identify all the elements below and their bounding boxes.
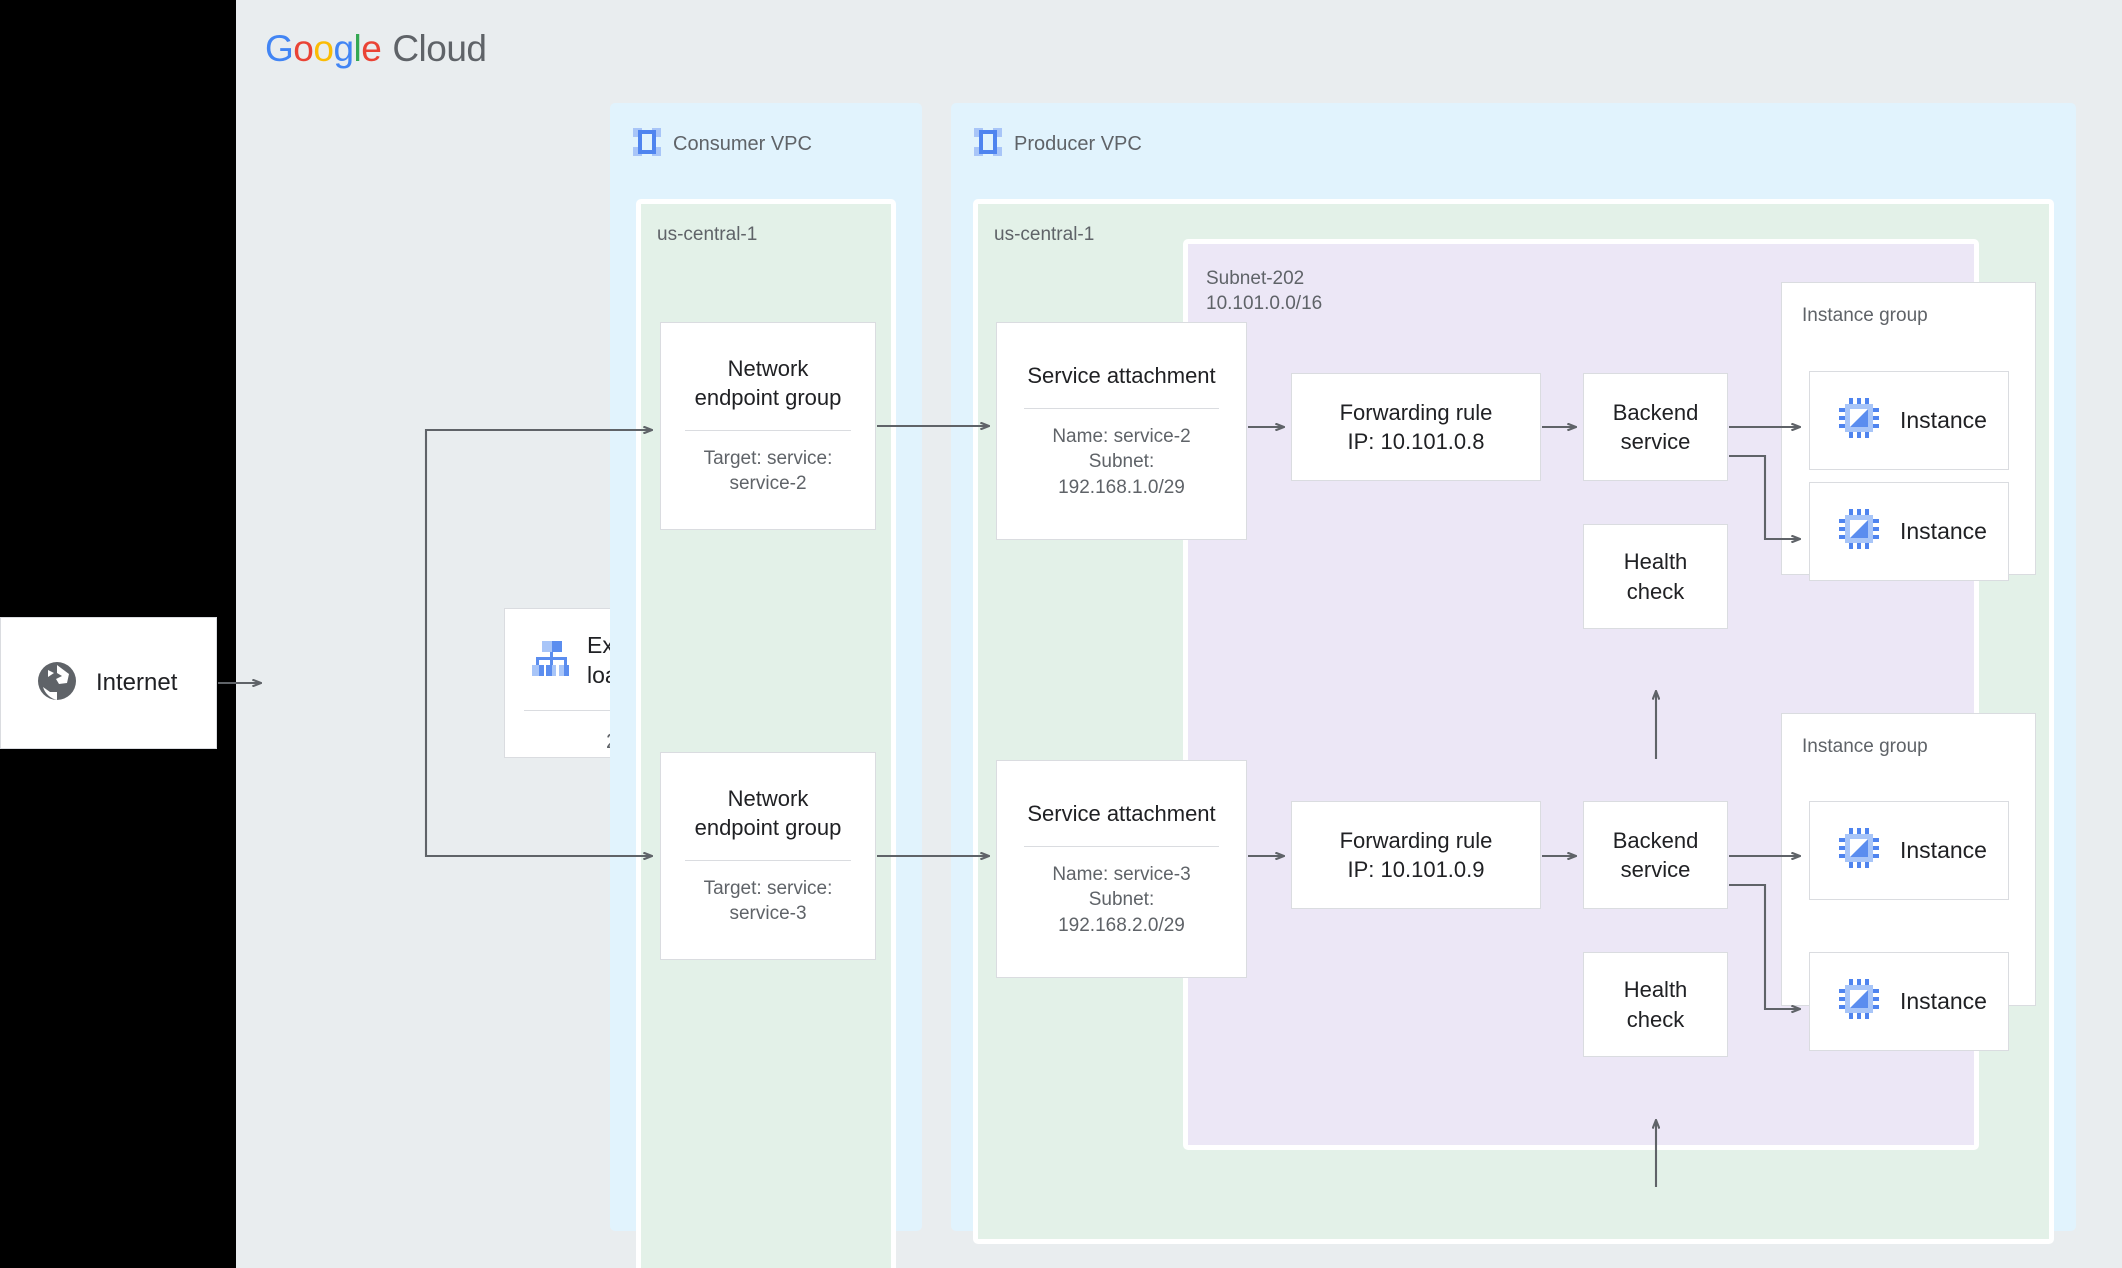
logo-letter-e: e bbox=[361, 28, 382, 69]
internet-label: Internet bbox=[96, 669, 178, 696]
instance-node-1b: Instance bbox=[1809, 482, 2009, 581]
service-attachment-subtitle-1: Name: service-2 Subnet: 192.168.1.0/29 bbox=[1052, 425, 1191, 498]
internet-node: Internet bbox=[0, 617, 217, 749]
vpc-icon bbox=[632, 127, 662, 162]
health-check-node-2: Health check bbox=[1583, 952, 1728, 1057]
card-divider bbox=[684, 859, 852, 861]
consumer-vpc-label: Consumer VPC bbox=[673, 133, 812, 155]
neg-title-2: Network endpoint group bbox=[694, 786, 842, 841]
logo-letter-l: l bbox=[353, 28, 362, 69]
logo-cloud-word: Cloud bbox=[392, 28, 487, 69]
load-balancer-icon bbox=[529, 637, 571, 684]
card-divider bbox=[1024, 845, 1219, 847]
backend-service-node-2: Backend service bbox=[1583, 801, 1728, 909]
subnet-label: Subnet-202 10.101.0.0/16 bbox=[1206, 268, 1323, 315]
instance-label-2b: Instance bbox=[1900, 988, 1987, 1014]
instance-group-label-2: Instance group bbox=[1802, 736, 1928, 757]
vpc-icon bbox=[973, 127, 1003, 162]
card-divider bbox=[684, 429, 852, 431]
network-endpoint-group-node-2: Network endpoint group Target: service: … bbox=[660, 752, 876, 960]
service-attachment-node-2: Service attachment Name: service-3 Subne… bbox=[996, 760, 1247, 978]
logo-letter-o1: o bbox=[293, 28, 314, 69]
instance-node-2b: Instance bbox=[1809, 952, 2009, 1051]
instance-label-1b: Instance bbox=[1900, 518, 1987, 544]
producer-vpc-label: Producer VPC bbox=[1014, 133, 1142, 155]
forwarding-rule-node-1: Forwarding rule IP: 10.101.0.8 bbox=[1291, 373, 1541, 481]
logo-letter-g2: g bbox=[333, 28, 354, 69]
forwarding-rule-node-2: Forwarding rule IP: 10.101.0.9 bbox=[1291, 801, 1541, 909]
instance-group-label-1: Instance group bbox=[1802, 305, 1928, 326]
backend-service-node-1: Backend service bbox=[1583, 373, 1728, 481]
logo-letter-g: G bbox=[265, 28, 294, 69]
compute-instance-icon bbox=[1838, 827, 1880, 874]
consumer-vpc-container: Consumer VPC us-central-1 bbox=[610, 103, 922, 1268]
globe-icon bbox=[35, 659, 79, 708]
producer-vpc-container: Producer VPC us-central-1 Subnet-202 10.… bbox=[951, 103, 2076, 1244]
service-attachment-title-1: Service attachment bbox=[1027, 363, 1216, 389]
instance-node-1a: Instance bbox=[1809, 371, 2009, 470]
compute-instance-icon bbox=[1838, 397, 1880, 444]
neg-subtitle-1: Target: service: service-2 bbox=[703, 447, 833, 495]
service-attachment-subtitle-2: Name: service-3 Subnet: 192.168.2.0/29 bbox=[1052, 863, 1191, 936]
producer-region-label: us-central-1 bbox=[994, 224, 1095, 245]
network-endpoint-group-node-1: Network endpoint group Target: service: … bbox=[660, 322, 876, 530]
compute-instance-icon bbox=[1838, 508, 1880, 555]
service-attachment-node-1: Service attachment Name: service-2 Subne… bbox=[996, 322, 1247, 540]
neg-title-1: Network endpoint group bbox=[694, 356, 842, 411]
card-divider bbox=[1024, 407, 1219, 409]
logo-letter-o2: o bbox=[313, 28, 334, 69]
compute-instance-icon bbox=[1838, 978, 1880, 1025]
instance-node-2a: Instance bbox=[1809, 801, 2009, 900]
instance-label-1a: Instance bbox=[1900, 407, 1987, 433]
neg-subtitle-2: Target: service: service-3 bbox=[703, 877, 833, 925]
service-attachment-title-2: Service attachment bbox=[1027, 801, 1216, 827]
health-check-node-1: Health check bbox=[1583, 524, 1728, 629]
instance-label-2a: Instance bbox=[1900, 837, 1987, 863]
consumer-region-label: us-central-1 bbox=[657, 224, 758, 245]
